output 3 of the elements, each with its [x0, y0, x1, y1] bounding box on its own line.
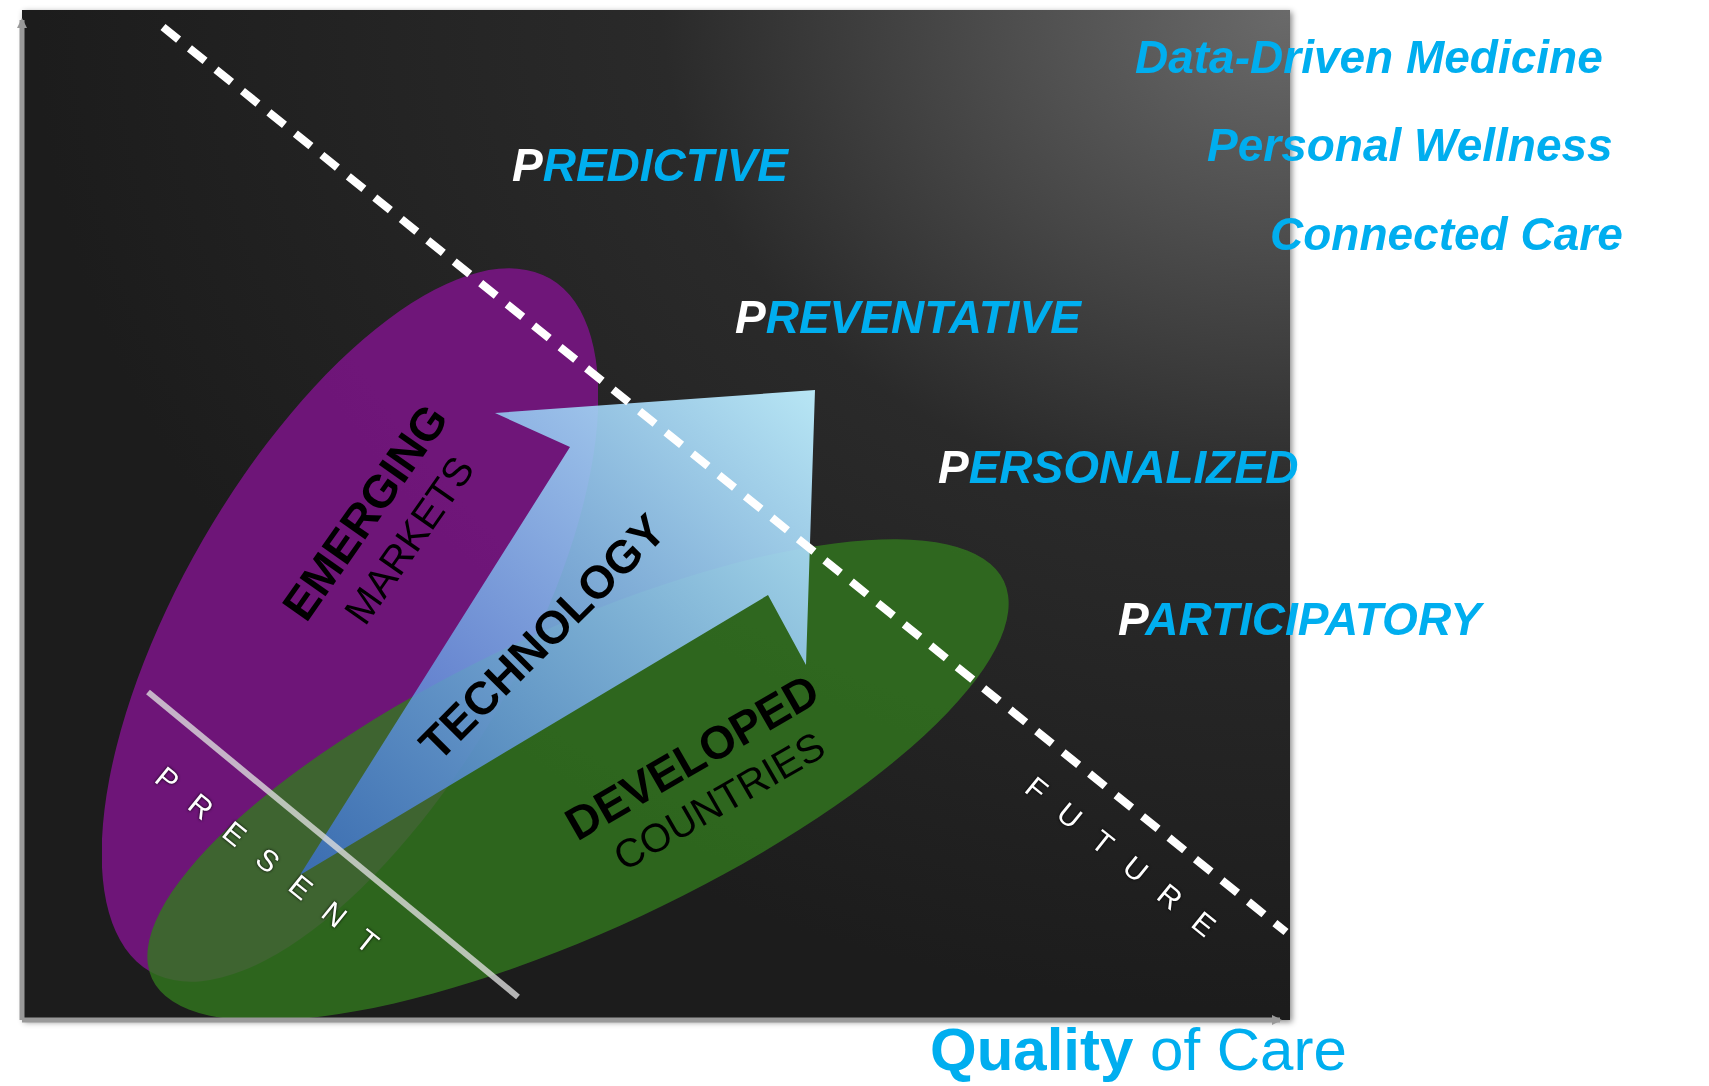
- trend-label: PREVENTATIVE: [735, 290, 1081, 344]
- axis-title: Quality of Care: [930, 1015, 1347, 1084]
- trend-label: PREDICTIVE: [512, 138, 789, 192]
